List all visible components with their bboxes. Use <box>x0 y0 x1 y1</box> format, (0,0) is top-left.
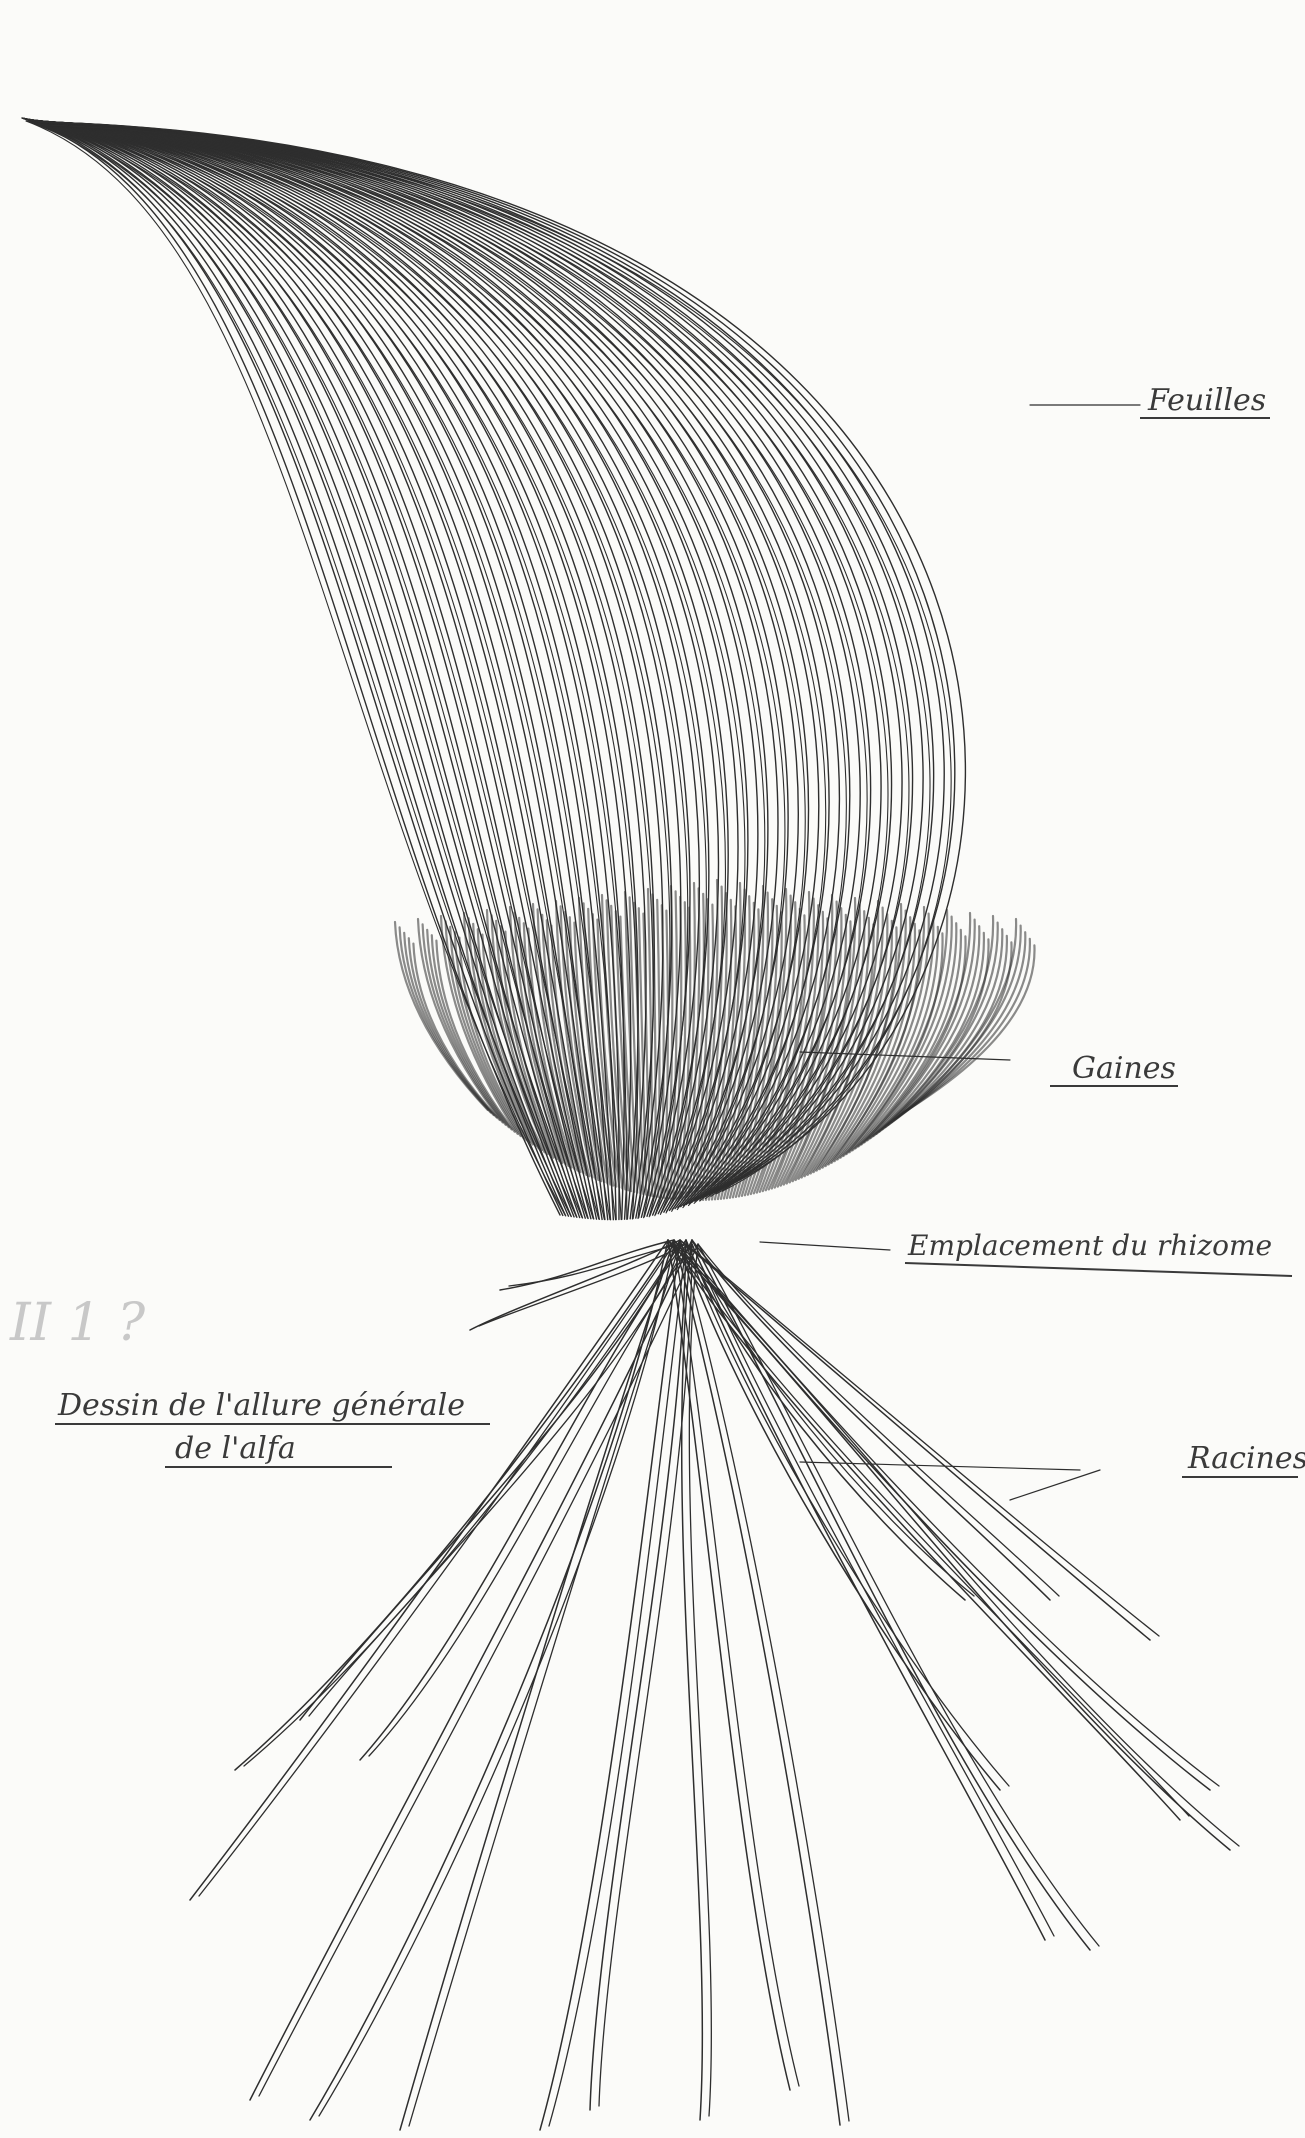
leader-line <box>760 1242 890 1250</box>
label-rhizome: Emplacement du rhizome <box>907 1229 1272 1262</box>
root-stroke <box>300 1240 680 1720</box>
root-stroke <box>668 1240 1230 1850</box>
leaf-stroke <box>27 119 605 1219</box>
root-stroke <box>400 1240 674 2130</box>
root-stroke <box>409 1244 680 2126</box>
leader-line <box>1010 1470 1100 1500</box>
label-sheaths: Gaines <box>1072 1051 1176 1086</box>
root-stroke <box>250 1240 692 2100</box>
leaf-stroke <box>32 120 700 1216</box>
label-rhizome-underline <box>905 1263 1292 1276</box>
leaf-stroke <box>40 124 826 1205</box>
root-stroke <box>680 1244 1219 1786</box>
root-stroke <box>244 1244 680 1766</box>
leaf-stroke <box>26 121 565 1215</box>
leaf-stroke <box>33 120 738 1213</box>
root-stroke <box>698 1244 1099 1946</box>
leaf-strokes <box>22 118 965 1220</box>
leaf-stroke <box>37 121 860 1202</box>
root-stroke <box>692 1240 1090 1950</box>
leaf-stroke <box>30 122 604 1219</box>
root-strokes <box>190 1240 1239 2130</box>
caption-line-1: Dessin de l'allure générale <box>57 1388 465 1423</box>
root-stroke <box>686 1244 1159 1636</box>
leaf-stroke <box>23 118 571 1216</box>
leaf-stroke <box>25 119 585 1219</box>
leaf-stroke <box>25 119 590 1219</box>
leaf-stroke <box>33 121 748 1213</box>
label-roots: Racines <box>1187 1441 1305 1476</box>
leaf-stroke <box>35 123 670 1218</box>
root-stroke <box>668 1240 1180 1820</box>
root-stroke <box>674 1244 1239 1846</box>
root-stroke <box>698 1244 1059 1596</box>
root-stroke <box>674 1244 799 2086</box>
root-stroke <box>674 1240 840 2125</box>
root-stroke <box>259 1244 698 2096</box>
leaf-stroke <box>39 122 923 1195</box>
root-stroke <box>680 1244 849 2121</box>
caption-line-2: de l'alfa <box>175 1431 296 1466</box>
root-stroke <box>668 1240 790 2090</box>
sheath-shading <box>395 880 1035 1200</box>
margin-mark: II 1 ? <box>9 1293 146 1353</box>
root-stroke <box>549 1244 686 2126</box>
root-stroke <box>540 1240 680 2130</box>
leaf-stroke <box>39 124 805 1208</box>
root-stroke <box>319 1244 674 2116</box>
root-stroke <box>682 1240 703 2120</box>
root-stroke <box>235 1240 674 1770</box>
leaf-stroke <box>32 120 718 1215</box>
root-stroke <box>692 1244 1054 1936</box>
label-leaves: Feuilles <box>1147 383 1266 418</box>
leaf-stroke <box>33 123 627 1220</box>
leaf-stroke <box>29 122 593 1219</box>
